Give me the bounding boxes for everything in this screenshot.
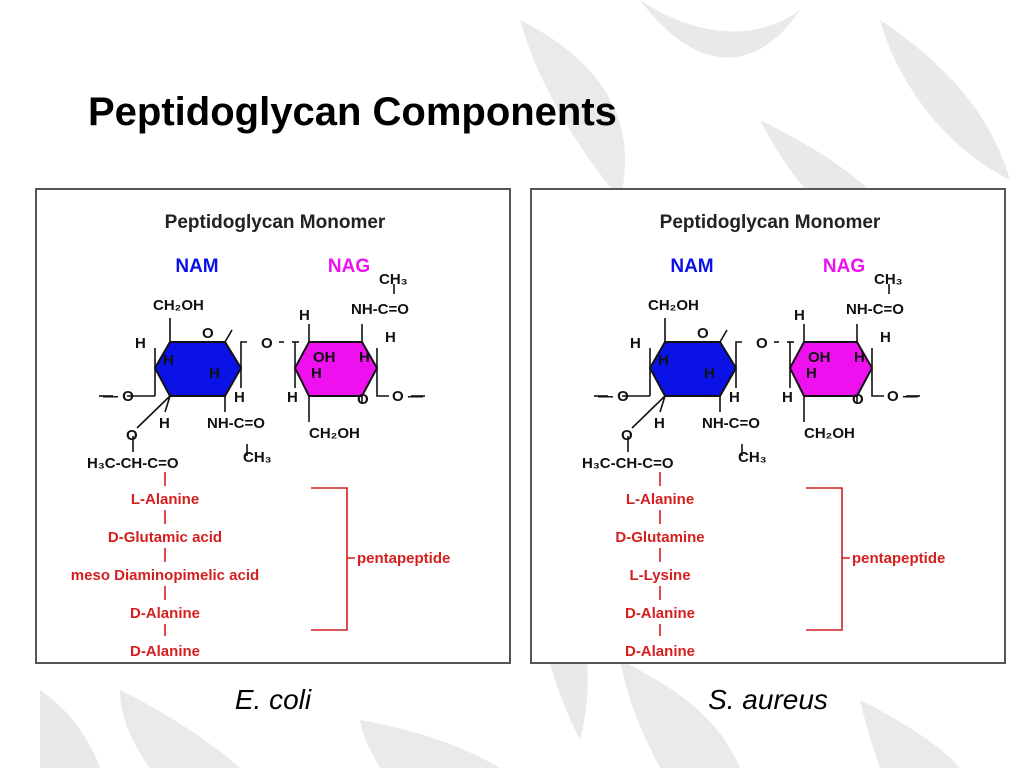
amino-acid-2: D-Glutamic acid bbox=[108, 529, 222, 546]
panel-ecoli: Peptidoglycan Monomer NAM NAG bbox=[35, 188, 511, 664]
svg-text:O: O bbox=[621, 427, 633, 444]
ecoli-monomer-diagram: Peptidoglycan Monomer NAM NAG bbox=[71, 212, 451, 660]
svg-text:OH: OH bbox=[313, 349, 336, 366]
amino-acid-3: meso Diaminopimelic acid bbox=[71, 567, 259, 584]
svg-text:OH: OH bbox=[808, 349, 831, 366]
svg-text:NH-C=O: NH-C=O bbox=[702, 415, 760, 432]
svg-text:H: H bbox=[794, 307, 805, 324]
svg-text:H: H bbox=[159, 415, 170, 432]
caption-saureus: S. aureus bbox=[708, 684, 828, 715]
nam-ring bbox=[153, 341, 243, 397]
svg-text:O —: O — bbox=[392, 388, 423, 405]
svg-text:CH₃: CH₃ bbox=[874, 271, 903, 288]
svg-text:H: H bbox=[163, 352, 174, 369]
svg-text:O: O bbox=[357, 391, 369, 408]
svg-text:H: H bbox=[630, 335, 641, 352]
nam-label: NAM bbox=[175, 256, 218, 277]
svg-text:O: O bbox=[697, 325, 709, 342]
svg-text:CH₂OH: CH₂OH bbox=[309, 425, 360, 442]
amino-acid-5: D-Alanine bbox=[130, 643, 200, 660]
svg-text:H: H bbox=[729, 389, 740, 406]
svg-text:O —: O — bbox=[887, 388, 918, 405]
svg-text:H: H bbox=[287, 389, 298, 406]
svg-text:CH₂OH: CH₂OH bbox=[804, 425, 855, 442]
svg-text:CH₃: CH₃ bbox=[243, 449, 272, 466]
monomer-title: Peptidoglycan Monomer bbox=[660, 212, 881, 233]
svg-text:CH₂OH: CH₂OH bbox=[648, 297, 699, 314]
svg-text:— O: — O bbox=[598, 388, 629, 405]
svg-text:O: O bbox=[261, 335, 273, 352]
svg-text:O: O bbox=[756, 335, 768, 352]
svg-text:O: O bbox=[202, 325, 214, 342]
peptide-chain: L-Alanine D-Glutamine L-Lysine D-Alanine… bbox=[615, 472, 705, 660]
svg-text:NH-C=O: NH-C=O bbox=[207, 415, 265, 432]
svg-text:H: H bbox=[299, 307, 310, 324]
caption-ecoli: E. coli bbox=[234, 684, 312, 715]
pentapeptide-bracket bbox=[806, 487, 850, 631]
amino-acid-4: D-Alanine bbox=[625, 605, 695, 622]
pentapeptide-bracket bbox=[311, 487, 355, 631]
nag-label: NAG bbox=[823, 256, 865, 277]
pentapeptide-label: pentapeptide bbox=[852, 550, 945, 567]
svg-text:CH₃: CH₃ bbox=[379, 271, 408, 288]
panel-saureus: Peptidoglycan Monomer NAM NAG bbox=[530, 188, 1006, 664]
svg-text:NH-C=O: NH-C=O bbox=[846, 301, 904, 318]
atom-labels: CH₂OH O H H H H — O H O NH-C=O CH₃ H₃C-C… bbox=[582, 271, 918, 472]
svg-text:— O: — O bbox=[103, 388, 134, 405]
svg-text:NH-C=O: NH-C=O bbox=[351, 301, 409, 318]
slide-title: Peptidoglycan Components bbox=[88, 90, 617, 134]
amino-acid-5: D-Alanine bbox=[625, 643, 695, 660]
monomer-title: Peptidoglycan Monomer bbox=[165, 212, 386, 233]
amino-acid-4: D-Alanine bbox=[130, 605, 200, 622]
atom-labels: CH₂OH O H H H H — O H O NH-C=O CH₃ H₃C-C… bbox=[87, 271, 423, 472]
nam-ring bbox=[648, 341, 738, 397]
nag-label: NAG bbox=[328, 256, 370, 277]
saureus-monomer-diagram: Peptidoglycan Monomer NAM NAG bbox=[582, 212, 945, 660]
svg-text:H₃C-CH-C=O: H₃C-CH-C=O bbox=[87, 455, 179, 472]
nam-label: NAM bbox=[670, 256, 713, 277]
svg-text:O: O bbox=[852, 391, 864, 408]
amino-acid-2: D-Glutamine bbox=[615, 529, 704, 546]
svg-text:H: H bbox=[654, 415, 665, 432]
amino-acid-3: L-Lysine bbox=[629, 567, 690, 584]
pentapeptide-label: pentapeptide bbox=[357, 550, 450, 567]
svg-text:H: H bbox=[704, 365, 715, 382]
svg-text:H: H bbox=[209, 365, 220, 382]
svg-text:CH₃: CH₃ bbox=[738, 449, 767, 466]
svg-text:H: H bbox=[782, 389, 793, 406]
svg-text:H: H bbox=[658, 352, 669, 369]
svg-text:H: H bbox=[854, 349, 865, 366]
bond-lines bbox=[594, 284, 920, 456]
svg-text:H: H bbox=[359, 349, 370, 366]
amino-acid-1: L-Alanine bbox=[131, 491, 199, 508]
svg-text:CH₂OH: CH₂OH bbox=[153, 297, 204, 314]
svg-text:H: H bbox=[806, 365, 817, 382]
bond-lines bbox=[99, 284, 425, 456]
svg-text:H: H bbox=[135, 335, 146, 352]
amino-acid-1: L-Alanine bbox=[626, 491, 694, 508]
svg-text:H₃C-CH-C=O: H₃C-CH-C=O bbox=[582, 455, 674, 472]
svg-text:H: H bbox=[880, 329, 891, 346]
peptide-chain: L-Alanine D-Glutamic acid meso Diaminopi… bbox=[71, 472, 259, 660]
svg-text:H: H bbox=[385, 329, 396, 346]
svg-text:O: O bbox=[126, 427, 138, 444]
svg-text:H: H bbox=[234, 389, 245, 406]
svg-text:H: H bbox=[311, 365, 322, 382]
